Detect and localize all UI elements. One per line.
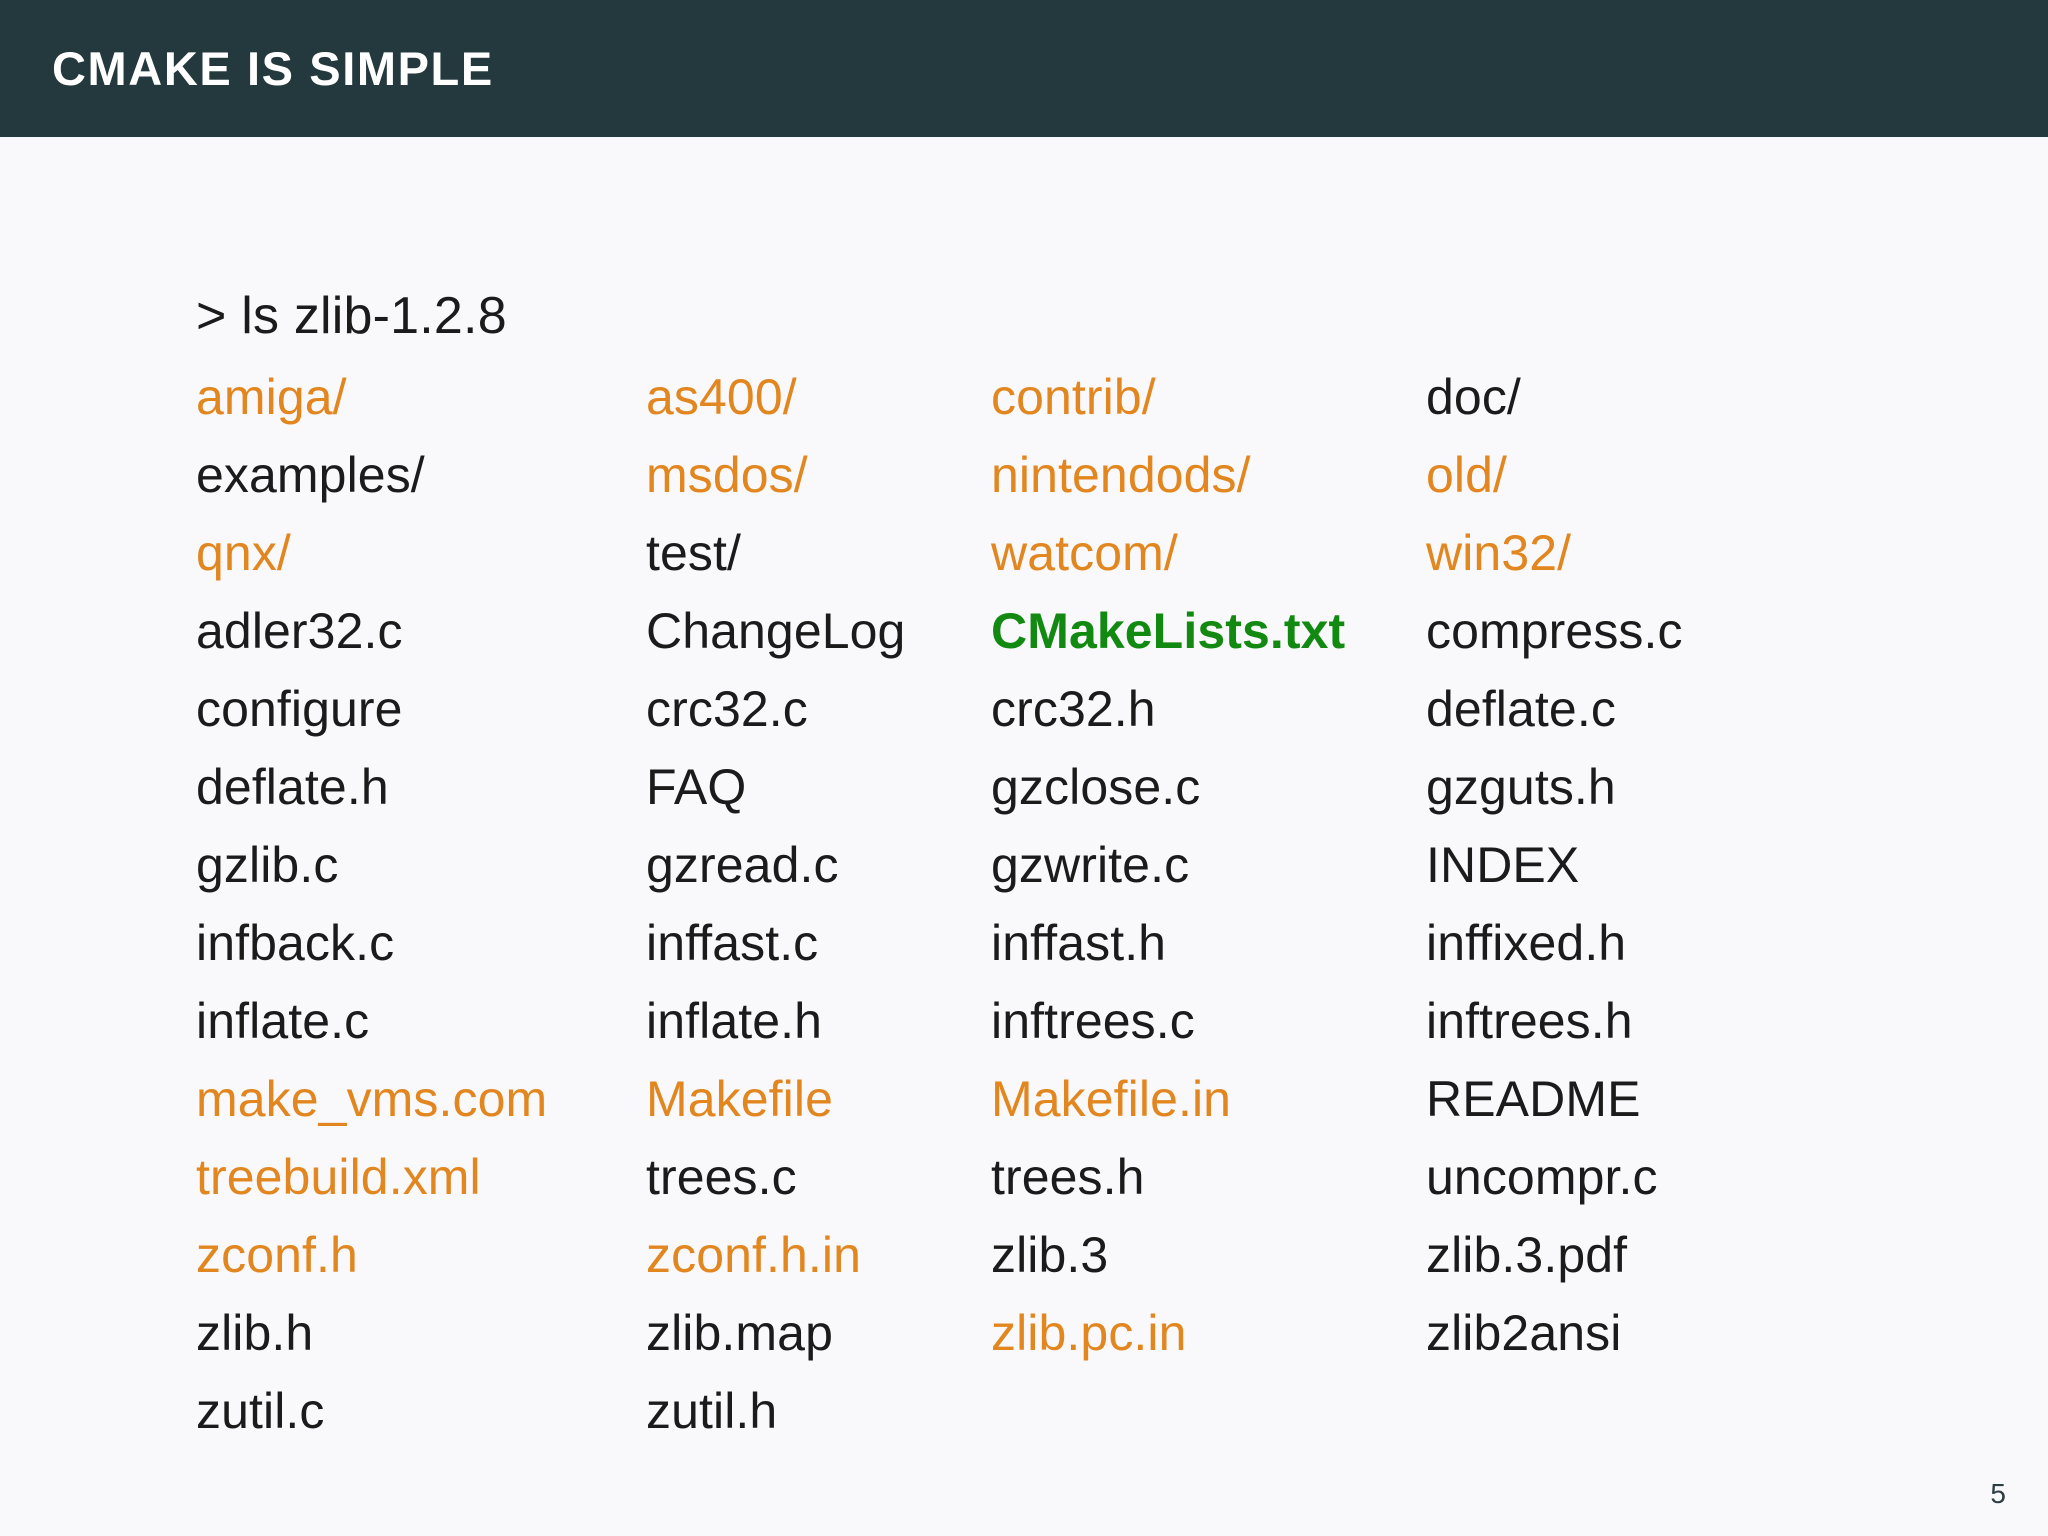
file-entry[interactable]: inftrees.h <box>1426 993 1633 1049</box>
file-entry[interactable]: zutil.c <box>196 1383 325 1439</box>
file-entry[interactable]: README <box>1426 1071 1641 1127</box>
file-entry[interactable]: zlib.3 <box>991 1227 1109 1283</box>
file-entry[interactable]: gzlib.c <box>196 837 339 893</box>
file-entry[interactable]: zlib.map <box>646 1305 833 1361</box>
file-entry[interactable]: trees.c <box>646 1149 797 1205</box>
file-entry[interactable]: zutil.h <box>646 1383 778 1439</box>
file-entry[interactable]: msdos/ <box>646 447 808 503</box>
file-entry[interactable]: amiga/ <box>196 369 347 425</box>
file-entry[interactable]: trees.h <box>991 1149 1145 1205</box>
file-entry[interactable]: inffast.h <box>991 915 1167 971</box>
file-entry[interactable]: inflate.h <box>646 993 823 1049</box>
file-entry[interactable]: nintendods/ <box>991 447 1251 503</box>
file-entry[interactable]: inftrees.c <box>991 993 1195 1049</box>
file-entry[interactable]: compress.c <box>1426 603 1683 659</box>
file-entry[interactable]: gzguts.h <box>1426 759 1616 815</box>
file-entry[interactable]: gzwrite.c <box>991 837 1190 893</box>
file-entry[interactable]: contrib/ <box>991 369 1156 425</box>
file-entry[interactable]: INDEX <box>1426 837 1580 893</box>
file-entry[interactable]: crc32.h <box>991 681 1156 737</box>
file-entry[interactable]: make_vms.com <box>196 1071 548 1127</box>
file-entry[interactable]: treebuild.xml <box>196 1149 481 1205</box>
file-entry[interactable]: crc32.c <box>646 681 808 737</box>
file-entry-empty <box>1426 1372 1896 1450</box>
file-entry[interactable]: inffixed.h <box>1426 915 1627 971</box>
file-entry[interactable]: zlib2ansi <box>1426 1305 1622 1361</box>
file-entry[interactable]: test/ <box>646 525 741 581</box>
slide-body: > ls zlib-1.2.8 amiga/as400/contrib/doc/… <box>0 137 2048 1536</box>
file-entry[interactable]: as400/ <box>646 369 797 425</box>
file-entry[interactable]: Makefile.in <box>991 1071 1232 1127</box>
file-entry[interactable]: doc/ <box>1426 369 1521 425</box>
file-entry[interactable]: examples/ <box>196 447 425 503</box>
file-entry[interactable]: gzread.c <box>646 837 839 893</box>
file-entry[interactable]: inflate.c <box>196 993 370 1049</box>
file-entry[interactable]: gzclose.c <box>991 759 1201 815</box>
file-entry[interactable]: old/ <box>1426 447 1508 503</box>
file-entry[interactable]: adler32.c <box>196 603 403 659</box>
file-entry[interactable]: FAQ <box>646 759 747 815</box>
file-entry[interactable]: uncompr.c <box>1426 1149 1658 1205</box>
file-entry[interactable]: qnx/ <box>196 525 291 581</box>
file-entry[interactable]: win32/ <box>1426 525 1572 581</box>
file-entry[interactable]: zlib.3.pdf <box>1426 1227 1628 1283</box>
file-entry[interactable]: watcom/ <box>991 525 1178 581</box>
page-title: CMAKE IS SIMPLE <box>52 42 494 95</box>
file-entry[interactable]: zconf.h.in <box>646 1227 862 1283</box>
file-entry[interactable]: deflate.h <box>196 759 389 815</box>
file-entry[interactable]: zlib.h <box>196 1305 314 1361</box>
file-entry[interactable]: deflate.c <box>1426 681 1616 737</box>
file-entry[interactable]: CMakeLists.txt <box>991 603 1346 659</box>
page-number: 5 <box>1990 1478 2006 1509</box>
file-entry[interactable]: configure <box>196 681 403 737</box>
file-entry[interactable]: infback.c <box>196 915 395 971</box>
file-entry[interactable]: inffast.c <box>646 915 819 971</box>
terminal-listing: > ls zlib-1.2.8 amiga/as400/contrib/doc/… <box>196 277 1896 1450</box>
file-entry-empty <box>991 1372 1426 1450</box>
shell-command-line: > ls zlib-1.2.8 <box>196 287 507 345</box>
slide-header: CMAKE IS SIMPLE <box>0 0 2048 137</box>
file-entry[interactable]: ChangeLog <box>646 603 906 659</box>
file-entry[interactable]: zlib.pc.in <box>991 1305 1187 1361</box>
file-entry[interactable]: zconf.h <box>196 1227 358 1283</box>
file-entry[interactable]: Makefile <box>646 1071 833 1127</box>
file-listing-grid: amiga/as400/contrib/doc/examples/msdos/n… <box>196 358 1896 1450</box>
